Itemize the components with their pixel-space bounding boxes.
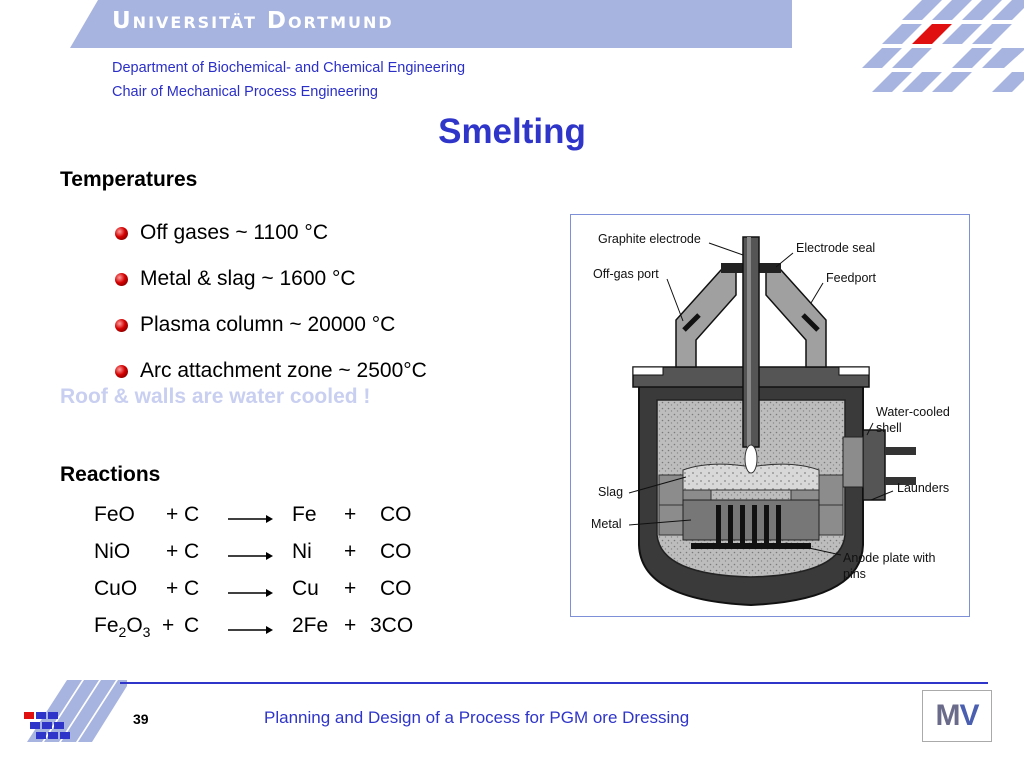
reactant-part: O: [126, 614, 143, 637]
university-logo-icon: [862, 0, 1024, 92]
label-metal: Metal: [591, 517, 622, 531]
university-name: Universität Dortmund: [112, 8, 394, 34]
label-launders: Launders: [897, 481, 950, 495]
label-electrode-seal: Electrode seal: [796, 241, 876, 255]
label-slag: Slag: [598, 485, 624, 499]
page-number: 39: [133, 711, 149, 727]
list-item: Plasma column ~ 20000 °C: [115, 302, 427, 348]
reagent: C: [184, 577, 200, 600]
label-feedport: Feedport: [826, 271, 877, 285]
arrow-right-icon: [228, 552, 273, 560]
byproduct: CO: [380, 503, 412, 526]
university-footer-logo-icon: [24, 680, 127, 742]
label-pins: pins: [843, 567, 866, 581]
plus-sign: +: [344, 540, 357, 563]
reactant-subscript: 2: [118, 624, 127, 641]
temperatures-heading: Temperatures: [60, 168, 198, 191]
mv-logo-v: V: [959, 699, 979, 732]
slide-title-text: Smelting: [438, 112, 586, 151]
temperatures-list: Off gases ~ 1100 °C Metal & slag ~ 1600 …: [115, 210, 427, 394]
list-item-text: Metal & slag ~ 1600 °C: [140, 267, 356, 290]
reactant: Fe2O3: [94, 614, 150, 640]
bullet-icon: [115, 364, 128, 378]
furnace-diagram: Graphite electrode Electrode seal Off-ga…: [570, 214, 970, 617]
label-shell: shell: [876, 421, 902, 435]
mv-logo-text: MV: [935, 699, 979, 733]
department-name: Department of Biochemical- and Chemical …: [112, 60, 466, 76]
arrow-right-icon: [228, 626, 273, 634]
footer-title: Planning and Design of a Process for PGM…: [264, 708, 690, 727]
reactions-heading: Reactions: [60, 463, 161, 486]
product: Cu: [292, 577, 319, 600]
product: Fe: [292, 503, 317, 526]
byproduct: CO: [380, 577, 412, 600]
byproduct: CO: [380, 540, 412, 563]
reactant-part: Fe: [94, 614, 119, 637]
mv-logo-m: M: [935, 699, 960, 732]
label-offgas-port: Off-gas port: [593, 267, 659, 281]
water-cooled-note: Roof & walls are water cooled !: [60, 385, 371, 408]
list-item-text: Off gases ~ 1100 °C: [140, 221, 328, 244]
plus-sign: +: [166, 540, 179, 563]
label-water-cooled: Water-cooled: [876, 405, 950, 419]
mv-logo: MV: [922, 690, 992, 742]
reactant: FeO: [94, 503, 135, 526]
reagent: C: [184, 614, 200, 637]
bullet-icon: [115, 318, 128, 332]
label-graphite-electrode: Graphite electrode: [598, 232, 701, 246]
plus-sign: +: [166, 503, 179, 526]
list-item: Off gases ~ 1100 °C: [115, 210, 427, 256]
reactant: CuO: [94, 577, 138, 600]
reactant-subscript: 3: [142, 624, 151, 641]
list-item: Metal & slag ~ 1600 °C: [115, 256, 427, 302]
list-item-text: Plasma column ~ 20000 °C: [140, 313, 396, 336]
label-anode-plate: Anode plate with: [843, 551, 936, 565]
plus-sign: +: [344, 614, 357, 637]
plus-sign: +: [162, 614, 175, 637]
furnace-drawing: [628, 236, 916, 607]
arrow-right-icon: [228, 589, 273, 597]
list-item-text: Arc attachment zone ~ 2500°C: [140, 359, 427, 382]
header-band: [70, 0, 792, 48]
chair-name: Chair of Mechanical Process Engineering: [112, 84, 378, 100]
byproduct: 3CO: [370, 614, 414, 637]
reactant: NiO: [94, 540, 131, 563]
reagent: C: [184, 540, 200, 563]
footer-divider: [120, 682, 988, 684]
slide-title: Smelting: [0, 112, 1024, 152]
product: 2Fe: [292, 614, 329, 637]
plus-sign: +: [166, 577, 179, 600]
bullet-icon: [115, 226, 128, 240]
reagent: C: [184, 503, 200, 526]
arrow-right-icon: [228, 515, 273, 523]
list-item: Arc attachment zone ~ 2500°C: [115, 348, 427, 394]
plus-sign: +: [344, 503, 357, 526]
bullet-icon: [115, 272, 128, 286]
product: Ni: [292, 540, 312, 563]
plus-sign: +: [344, 577, 357, 600]
